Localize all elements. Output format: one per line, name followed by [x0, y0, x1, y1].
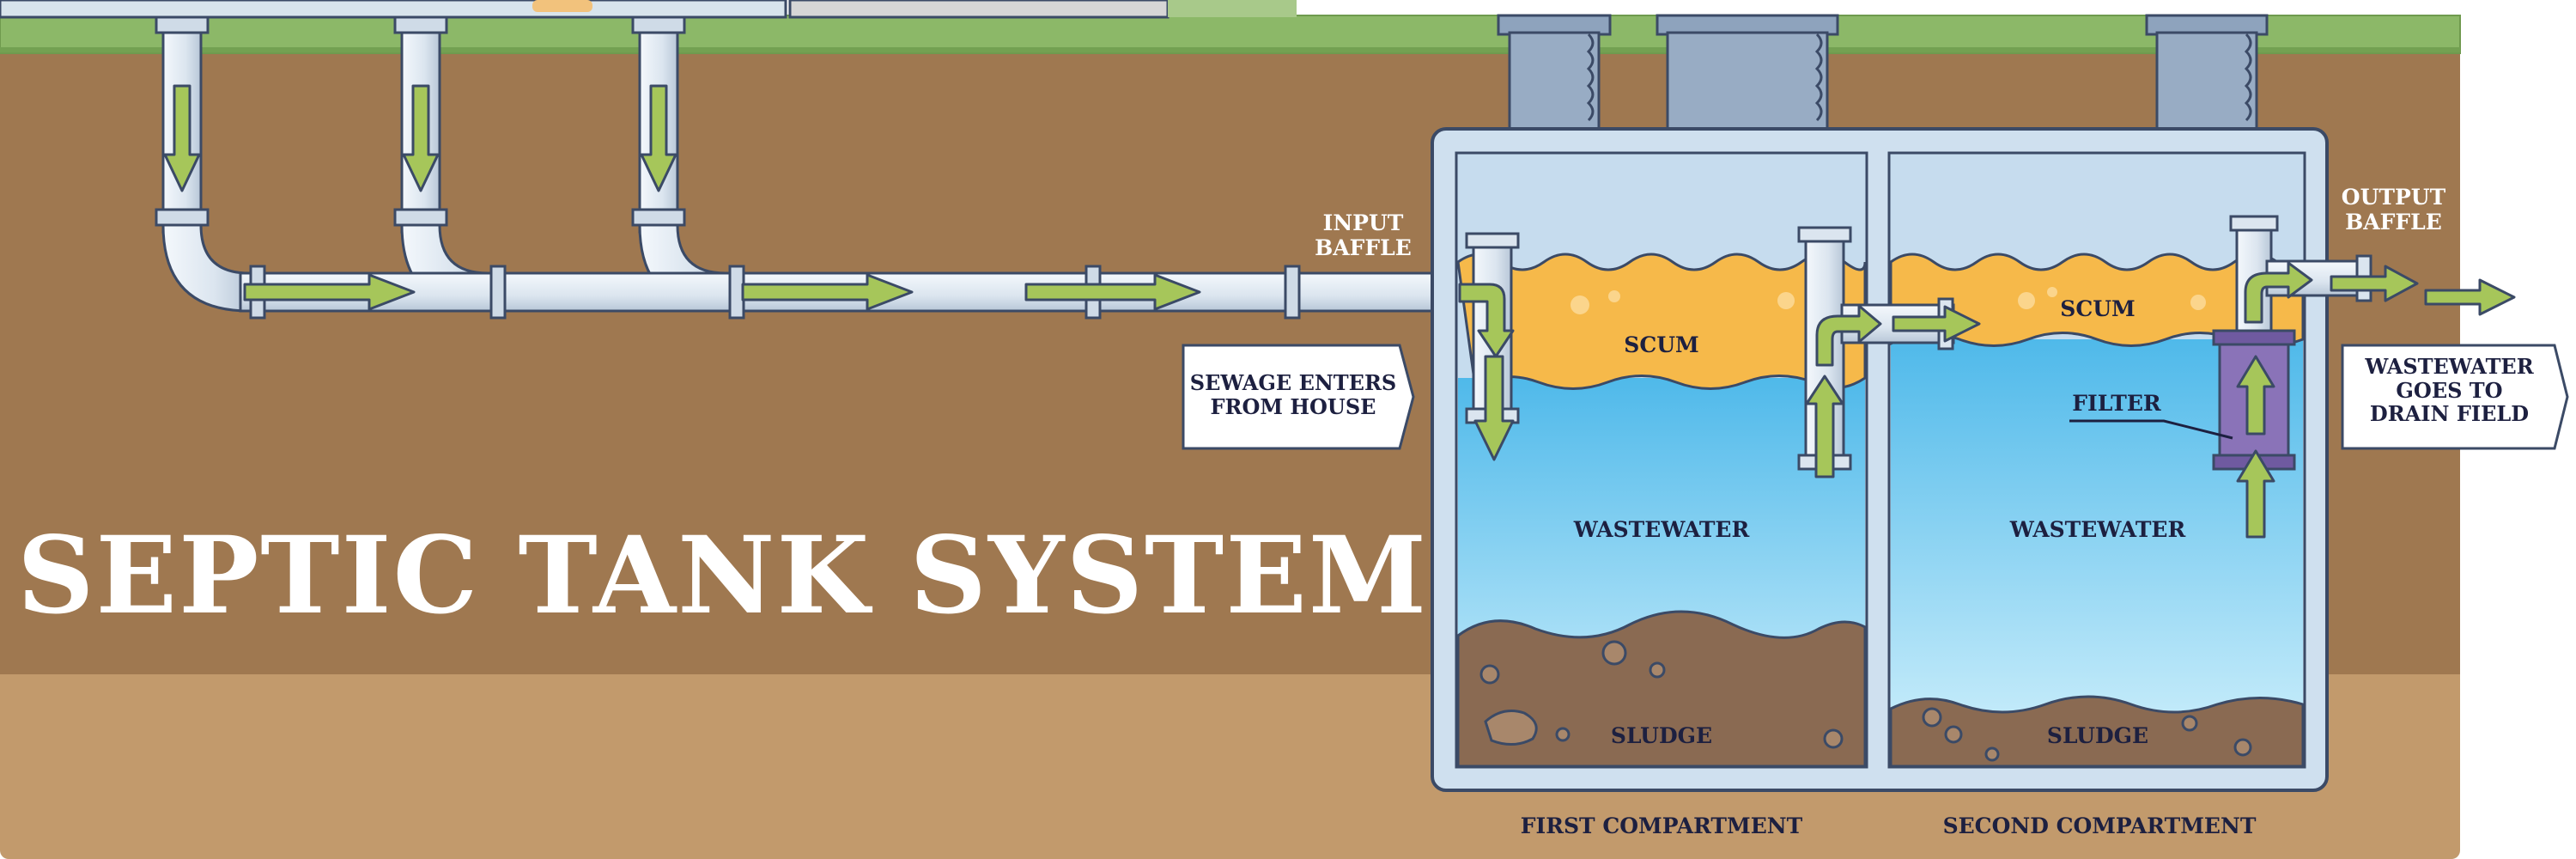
first-compartment [1455, 151, 1868, 769]
transfer-pipe [1797, 226, 1981, 478]
sludge-layer-1 [1456, 610, 1867, 768]
flow-arrows-outlet [2330, 265, 2516, 316]
filter-leader-line [2069, 419, 2233, 440]
filter-label: FILTER [2072, 391, 2161, 416]
second-compartment-label: SECOND COMPARTMENT [1942, 813, 2257, 838]
right-arrow-icon [741, 273, 914, 311]
callouts [1182, 344, 2569, 450]
right-arrow-icon [2424, 278, 2516, 316]
sludge-label-second: SLUDGE [2046, 723, 2149, 748]
up-arrow-icon [1805, 375, 1844, 478]
wastewater-label-second: WASTEWATER [2009, 517, 2186, 542]
right-arrow-icon [1024, 273, 1201, 311]
input-baffle-tee [1458, 232, 1520, 461]
flow-arrows-inlet [163, 84, 1201, 311]
sludge-label-first: SLUDGE [1610, 723, 1713, 748]
sewage-enters-label: SEWAGE ENTERS FROM HOUSE [1189, 370, 1397, 419]
right-arrow-icon [2330, 265, 2419, 302]
first-compartment-label: FIRST COMPARTMENT [1520, 813, 1803, 838]
wastewater-goes-label: WASTEWATER GOES TO DRAIN FIELD [2365, 354, 2534, 427]
wastewater-goes-callout-box [2341, 344, 2569, 450]
page-title: SEPTIC TANK SYSTEM [17, 514, 1429, 638]
scum-label-first: SCUM [1624, 332, 1699, 357]
riser-3 [2145, 14, 2269, 137]
drop-pipe-1 [155, 15, 251, 313]
right-arrow-icon [243, 273, 416, 311]
down-arrow-icon [163, 84, 201, 192]
up-arrow-icon [2236, 449, 2275, 539]
scum-label-second: SCUM [2060, 296, 2136, 321]
second-compartment [1887, 151, 2306, 769]
output-baffle-and-filter [2212, 215, 2372, 539]
down-arrow-icon [1473, 355, 1515, 461]
riser-2 [1656, 14, 1839, 137]
up-arrow-icon [2236, 355, 2275, 436]
wastewater-label-first: WASTEWATER [1573, 517, 1750, 542]
output-baffle-label: OUTPUT BAFFLE [2341, 185, 2446, 235]
grass-strip [0, 15, 2461, 54]
scum-layer-1 [1456, 253, 1867, 390]
down-arrow-icon [402, 84, 440, 192]
riser-1 [1497, 14, 1612, 137]
septic-tank [1431, 14, 2516, 792]
down-arrow-icon [640, 84, 677, 192]
house-foundation [0, 0, 1297, 19]
input-baffle-label: INPUT BAFFLE [1315, 210, 1412, 260]
sewage-enters-callout-box [1182, 344, 1415, 450]
right-arrow-icon [1892, 305, 1981, 343]
